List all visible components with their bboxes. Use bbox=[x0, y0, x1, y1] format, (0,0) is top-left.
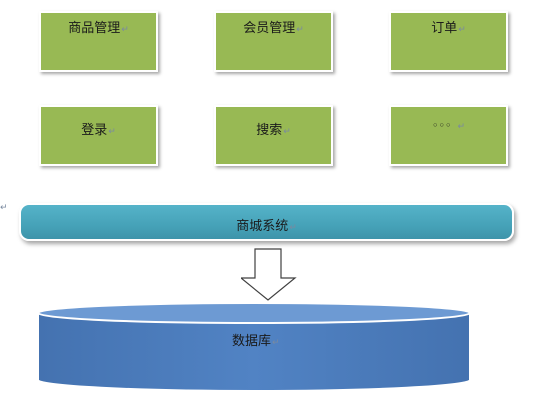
module-label: 商品管理↵ bbox=[68, 21, 129, 36]
module-label: 订单↵ bbox=[431, 21, 466, 36]
paragraph-mark-icon: ↵ bbox=[108, 127, 116, 137]
paragraph-mark-icon: ↵ bbox=[289, 223, 297, 233]
database-label: 数据库↵ bbox=[232, 334, 280, 349]
paragraph-mark-icon: ↵ bbox=[272, 338, 280, 348]
paragraph-mark-icon: ↵ bbox=[458, 25, 466, 35]
platform-bar: 商城系统↵ bbox=[19, 203, 514, 241]
module-member-management: 会员管理↵ bbox=[214, 11, 333, 72]
module-label: 搜索↵ bbox=[256, 123, 291, 138]
module-more: ◦◦◦↵ bbox=[389, 105, 508, 166]
paragraph-mark-icon: ↵ bbox=[121, 25, 129, 35]
paragraph-mark-icon: ↵ bbox=[457, 122, 465, 132]
paragraph-mark-icon: ↵ bbox=[0, 203, 8, 213]
module-label: 登录↵ bbox=[81, 123, 116, 138]
module-label: 会员管理↵ bbox=[243, 21, 304, 36]
module-label: ◦◦◦↵ bbox=[431, 119, 465, 132]
database-cylinder bbox=[37, 302, 471, 392]
paragraph-mark-icon: ↵ bbox=[283, 127, 291, 137]
module-login: 登录↵ bbox=[39, 105, 158, 166]
module-orders: 订单↵ bbox=[389, 11, 508, 72]
down-arrow-icon bbox=[241, 248, 297, 301]
platform-label: 商城系统↵ bbox=[236, 219, 297, 234]
module-product-management: 商品管理↵ bbox=[39, 11, 158, 72]
paragraph-mark-icon: ↵ bbox=[296, 25, 304, 35]
module-search: 搜索↵ bbox=[214, 105, 333, 166]
